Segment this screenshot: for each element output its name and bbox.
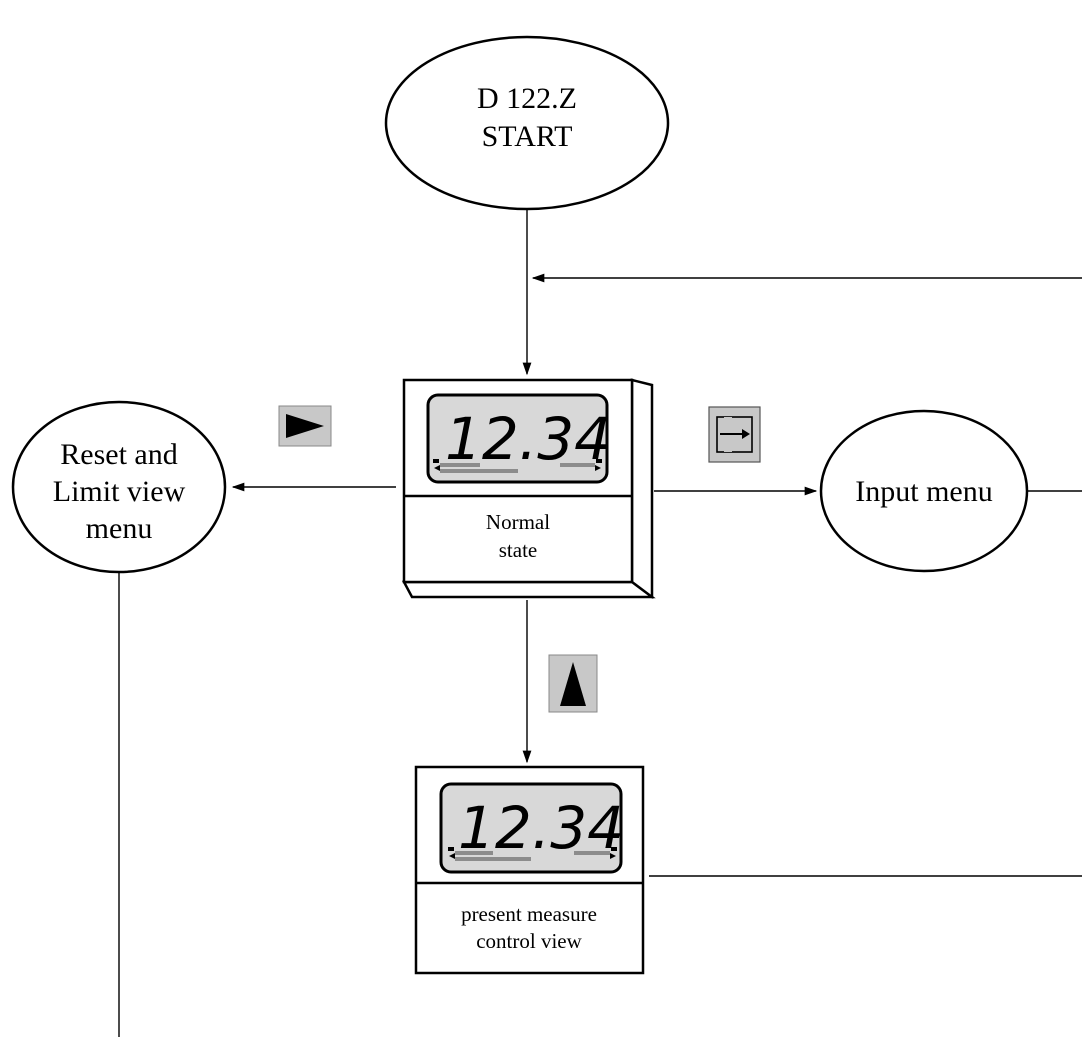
enter-key-icon: [708, 406, 761, 463]
up-triangle-key-icon: [548, 654, 598, 713]
normal-state-label-line2: state: [499, 538, 537, 562]
reset-limit-menu-node: Reset and Limit view menu: [11, 400, 227, 574]
reset-menu-label-line2: Limit view: [53, 475, 186, 508]
start-label-line2: START: [482, 120, 573, 153]
start-label-line1: D 122.Z: [477, 82, 577, 115]
normal-state-lcd: [426, 393, 609, 484]
present-measure-display-value: 12.34: [458, 794, 624, 862]
present-measure-lcd: [439, 782, 623, 874]
present-measure-node: 12.34 present measure control view: [414, 765, 645, 975]
present-measure-label-line1: present measure: [461, 902, 597, 926]
present-measure-label-line2: control view: [476, 929, 582, 953]
start-node: D 122.Z START: [384, 35, 670, 211]
normal-state-display-value: 12.34: [445, 405, 611, 473]
right-triangle-key-icon: [278, 405, 332, 447]
reset-menu-label-line1: Reset and: [60, 438, 177, 471]
input-menu-node: Input menu: [819, 409, 1029, 573]
normal-state-bottom-face: [401, 580, 656, 599]
reset-menu-label-line3: menu: [86, 512, 153, 545]
normal-state-label-line1: Normal: [486, 510, 550, 534]
input-menu-label: Input menu: [855, 475, 992, 508]
normal-state-side-face: [630, 378, 654, 599]
normal-state-node: 12.34 Normal state: [401, 378, 656, 599]
